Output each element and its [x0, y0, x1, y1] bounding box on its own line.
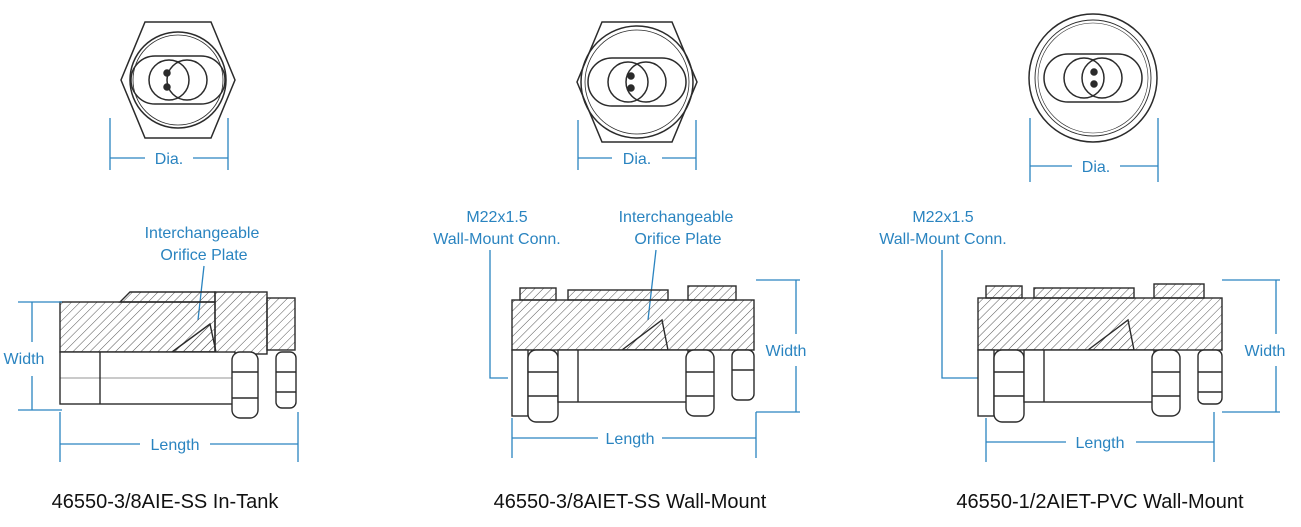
width-dimension [756, 279, 800, 413]
thread-label-line2: Wall-Mount Conn. [433, 231, 560, 248]
thread-leader [489, 250, 508, 379]
thread-leader [941, 250, 980, 379]
orifice-label-line1: Interchangeable [145, 225, 260, 242]
fitting-cross-section-icon [511, 285, 755, 423]
width-label: Width [1245, 343, 1286, 360]
length-label: Length [1076, 435, 1125, 452]
diameter-label: Dia. [1082, 159, 1110, 176]
diameter-dimension [577, 120, 697, 170]
orifice-label-line1: Interchangeable [619, 209, 734, 226]
thread-label-line1: M22x1.5 [466, 209, 527, 226]
orifice-label-line2: Orifice Plate [634, 231, 721, 248]
width-label: Width [766, 343, 807, 360]
diameter-label: Dia. [155, 151, 183, 168]
round-nut-top-view-icon [1028, 13, 1158, 143]
length-label: Length [151, 437, 200, 454]
product-caption-3: 46550-1/2AIET-PVC Wall-Mount [956, 491, 1244, 513]
width-label: Width [4, 351, 45, 368]
panel-in-tank: Dia. Interchangeable Orifice Plate [4, 21, 299, 513]
width-dimension [18, 301, 62, 411]
panel-wall-mount-pvc: Dia. M22x1.5 Wall-Mount Conn. [879, 13, 1286, 513]
diameter-dimension [109, 118, 229, 170]
length-dimension [59, 412, 299, 462]
length-dimension [511, 412, 757, 458]
orifice-label-line2: Orifice Plate [160, 247, 247, 264]
fitting-cross-section-icon [977, 283, 1223, 423]
hex-nut-top-view-icon [120, 21, 236, 139]
thread-label-line2: Wall-Mount Conn. [879, 231, 1006, 248]
product-caption-2: 46550-3/8AIET-SS Wall-Mount [494, 491, 767, 513]
length-label: Length [606, 431, 655, 448]
diameter-dimension [1029, 118, 1159, 182]
length-dimension [985, 412, 1215, 462]
product-caption-1: 46550-3/8AIE-SS In-Tank [52, 491, 280, 513]
diameter-label: Dia. [623, 151, 651, 168]
panel-wall-mount-ss: Dia. M22x1.5 Wall-Mount Conn. Interchang… [433, 21, 807, 513]
fitting-cross-section-icon [59, 291, 297, 419]
width-dimension [1222, 279, 1280, 413]
thread-label-line1: M22x1.5 [912, 209, 973, 226]
hex-nut-top-view-icon [576, 21, 698, 143]
